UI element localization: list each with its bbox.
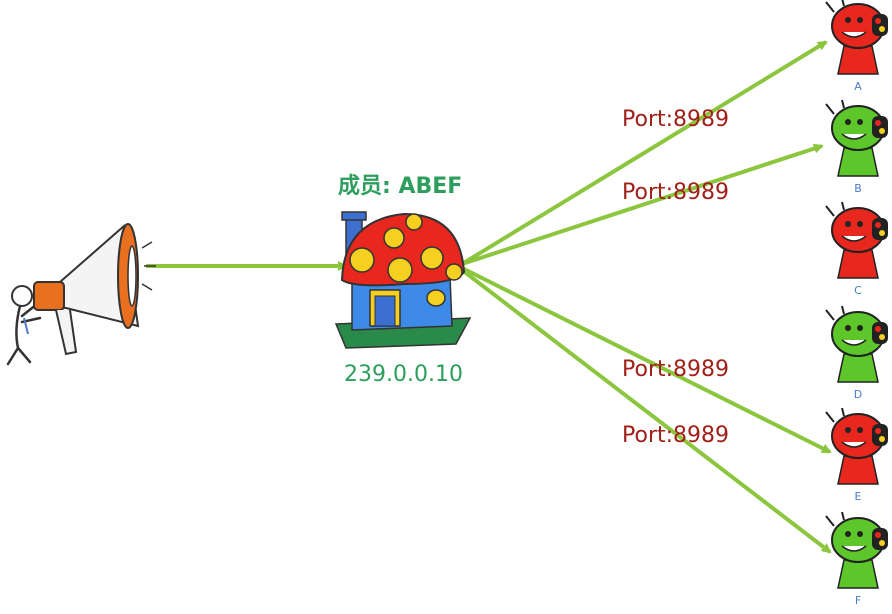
member-f-icon: [825, 511, 888, 589]
arrow-to-member-b: [461, 143, 824, 266]
member-letter-b: B: [854, 182, 862, 195]
member-letter-d: D: [853, 388, 863, 401]
arrows: [146, 40, 832, 554]
port-label-e: Port:8989: [622, 357, 730, 382]
member-e-icon: [825, 407, 888, 485]
member-letter-c: C: [854, 284, 862, 297]
mushroom-house-icon: [334, 211, 472, 349]
arrow-to-member-f: [460, 268, 832, 554]
port-label-a: Port:8989: [622, 107, 730, 132]
member-letter-a: A: [854, 80, 862, 93]
group-address-label: 239.0.0.10: [344, 362, 463, 387]
member-letter-e: E: [854, 490, 862, 503]
arrow-to-member-e: [461, 266, 832, 454]
member-a-icon: [825, 0, 888, 75]
member-c-icon: [825, 201, 888, 279]
port-label-f: Port:8989: [622, 423, 730, 448]
member-d-icon: [825, 305, 888, 383]
member-letter-f: F: [854, 594, 862, 607]
arrow-to-member-a: [460, 40, 828, 266]
megaphone-sender-icon: [6, 223, 156, 366]
group-members-label: 成员: ABEF: [338, 174, 463, 199]
members: [825, 0, 888, 589]
member-b-icon: [825, 99, 888, 177]
port-label-b: Port:8989: [622, 180, 730, 205]
